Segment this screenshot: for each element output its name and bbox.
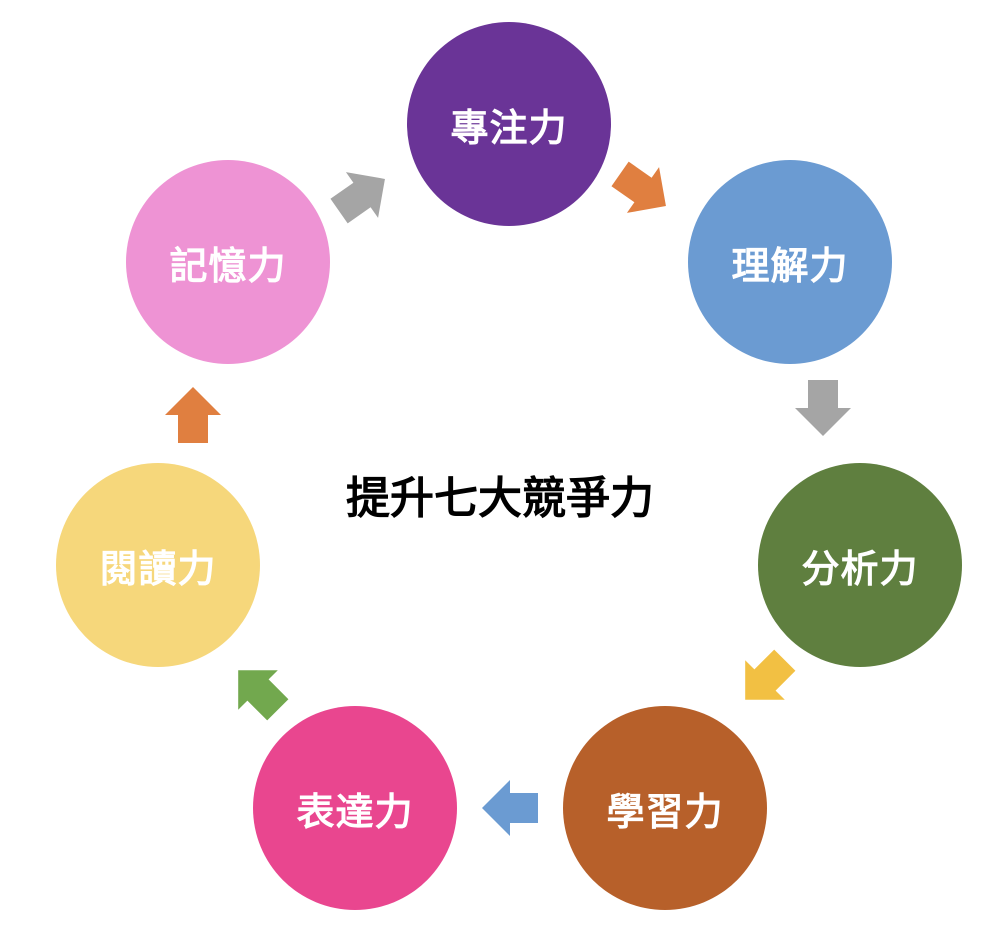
arrow-learning-to-expression — [482, 780, 538, 836]
node-expression: 表達力 — [253, 706, 457, 910]
arrow-understanding-to-analysis — [795, 380, 851, 436]
node-reading: 閱讀力 — [56, 463, 260, 667]
diagram-title: 提升七大競爭力 — [346, 473, 654, 524]
node-understanding: 理解力 — [688, 160, 892, 364]
arrow-expression-to-reading — [218, 650, 298, 730]
arrow-focus-to-understanding — [604, 151, 682, 229]
node-learning: 學習力 — [563, 706, 767, 910]
arrow-reading-to-memory — [165, 387, 221, 443]
arrow-memory-to-focus — [323, 156, 401, 234]
node-analysis: 分析力 — [758, 463, 962, 667]
node-focus: 專注力 — [407, 22, 611, 226]
arrow-analysis-to-learning — [725, 640, 805, 720]
node-memory: 記憶力 — [126, 160, 330, 364]
